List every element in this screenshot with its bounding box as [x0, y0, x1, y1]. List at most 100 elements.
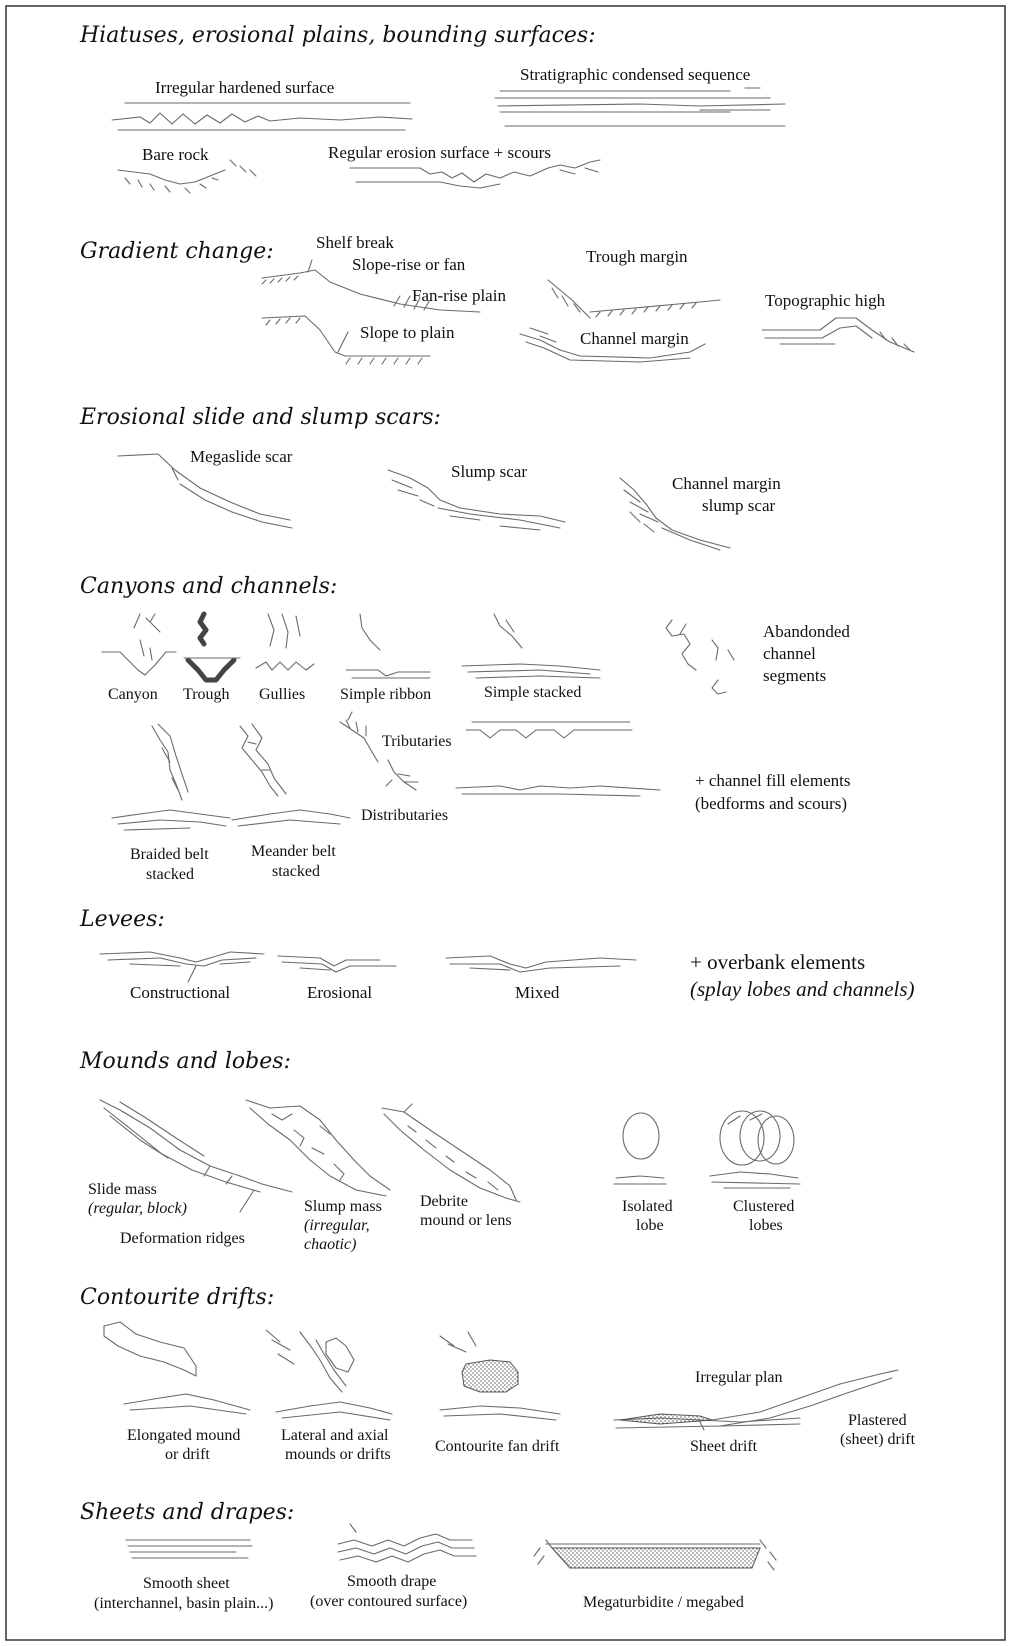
sketch-canyon	[102, 614, 176, 675]
sketch-regular-erosion-surface	[350, 160, 600, 188]
label-irregular-plan: Irregular plan	[695, 1369, 783, 1386]
sketch-isolated-lobe	[614, 1113, 666, 1184]
sketch-debrite-mound	[382, 1104, 520, 1202]
sketch-lateral-axial-mounds	[266, 1330, 392, 1420]
label-shelf-break: Shelf break	[316, 233, 394, 252]
heading-gradient: Gradient change:	[80, 239, 274, 264]
label-clustered-1: Clustered	[733, 1198, 794, 1215]
label-canyon: Canyon	[108, 686, 158, 703]
label-isolated-1: Isolated	[622, 1198, 673, 1215]
sketch-simple-stacked	[462, 614, 600, 678]
label-mixed: Mixed	[515, 983, 560, 1002]
label-slump-scar: Slump scar	[451, 462, 527, 481]
sketch-trough-margin	[548, 280, 720, 318]
sketch-levee-constructional	[100, 952, 264, 982]
heading-sheets: Sheets and drapes:	[80, 1500, 294, 1525]
section-levees: Levees: Constructional Erosional Mixed +…	[79, 907, 915, 1002]
label-slump-mass-2: (irregular,	[304, 1217, 370, 1234]
label-simple-stacked: Simple stacked	[484, 684, 581, 701]
label-channel-fill-1: + channel fill elements	[695, 771, 850, 790]
heading-contourite: Contourite drifts:	[80, 1285, 274, 1310]
sketch-slump-mass	[246, 1100, 390, 1196]
label-overbank-1: + overbank elements	[690, 950, 865, 974]
sketch-condensed-sequence	[495, 88, 785, 126]
label-lateral-2: mounds or drifts	[285, 1446, 391, 1463]
label-plastered-2: (sheet) drift	[840, 1431, 916, 1448]
label-channel-margin-gradient: Channel margin	[580, 329, 689, 348]
label-irregular-hardened-surface: Irregular hardened surface	[155, 78, 334, 97]
sketch-trough	[184, 614, 240, 680]
label-lateral-1: Lateral and axial	[281, 1427, 389, 1444]
section-canyons: Canyons and channels: Canyon Trough Gull…	[80, 574, 850, 883]
label-abandoned-2: channel	[763, 644, 816, 663]
label-elongated-2: or drift	[165, 1446, 210, 1463]
label-smooth-drape-2: (over contoured surface)	[310, 1593, 467, 1610]
sketch-levee-mixed	[446, 956, 636, 972]
heading-canyons: Canyons and channels:	[80, 574, 337, 599]
sketch-distributaries	[386, 760, 660, 796]
sketch-levee-erosional	[278, 956, 396, 972]
sketch-simple-ribbon	[346, 614, 430, 678]
label-debrite-1: Debrite	[420, 1193, 468, 1210]
label-slump-mass-1: Slump mass	[304, 1198, 382, 1215]
sketch-braided-belt	[112, 724, 230, 830]
label-megaslide-scar: Megaslide scar	[190, 447, 293, 466]
sketch-smooth-sheet	[126, 1540, 252, 1558]
label-tributaries: Tributaries	[382, 733, 452, 750]
sketch-bare-rock	[118, 160, 256, 193]
label-regular-erosion-surface: Regular erosion surface + scours	[328, 143, 551, 162]
label-erosional: Erosional	[307, 983, 372, 1002]
section-hiatuses: Hiatuses, erosional plains, bounding sur…	[79, 23, 785, 193]
label-slide-mass-1: Slide mass	[88, 1181, 157, 1198]
heading-slide: Erosional slide and slump scars:	[79, 405, 441, 430]
label-deformation-ridges: Deformation ridges	[120, 1230, 245, 1247]
sketch-clustered-lobes	[710, 1111, 800, 1188]
label-channel-fill-2: (bedforms and scours)	[695, 794, 847, 813]
label-meander-2: stacked	[272, 863, 320, 880]
label-constructional: Constructional	[130, 983, 230, 1002]
label-megaturbidite: Megaturbidite / megabed	[583, 1594, 744, 1611]
sketch-smooth-drape	[338, 1524, 476, 1562]
label-braided-1: Braided belt	[130, 846, 209, 863]
label-elongated-1: Elongated mound	[127, 1427, 240, 1444]
heading-hiatuses: Hiatuses, erosional plains, bounding sur…	[79, 23, 596, 48]
sketch-contourite-fan-drift	[440, 1332, 560, 1420]
section-contourite: Contourite drifts: Elongated mound or dr…	[80, 1285, 916, 1463]
label-channel-margin-slump-2: slump scar	[702, 496, 776, 515]
sketch-megaturbidite	[534, 1540, 776, 1570]
heading-levees: Levees:	[79, 907, 165, 932]
sketch-gullies	[256, 614, 314, 670]
label-smooth-drape-1: Smooth drape	[347, 1573, 436, 1590]
label-fan-rise-plain: Fan-rise plain	[412, 286, 506, 305]
label-slump-mass-3: chaotic)	[304, 1236, 356, 1253]
label-abandoned-1: Abandonded	[763, 622, 850, 641]
label-trough: Trough	[183, 686, 230, 703]
label-bare-rock: Bare rock	[142, 145, 209, 164]
label-slope-to-plain: Slope to plain	[360, 323, 455, 342]
label-isolated-2: lobe	[636, 1217, 664, 1234]
section-sheets: Sheets and drapes: Smooth sheet (interch…	[80, 1500, 776, 1612]
section-mounds: Mounds and lobes: Slide mass (regular, b…	[79, 1049, 800, 1253]
label-trough-margin: Trough margin	[586, 247, 688, 266]
section-slide: Erosional slide and slump scars: Megasli…	[79, 405, 781, 550]
label-overbank-2: (splay lobes and channels)	[690, 977, 915, 1001]
label-braided-2: stacked	[146, 866, 194, 883]
label-topographic-high: Topographic high	[765, 291, 886, 310]
sketch-elongated-mound	[104, 1322, 250, 1414]
sketch-irregular-hardened-surface	[112, 103, 412, 130]
label-sheet-drift: Sheet drift	[690, 1438, 758, 1455]
label-slope-rise: Slope-rise or fan	[352, 255, 466, 274]
label-clustered-2: lobes	[749, 1217, 783, 1234]
label-plastered-1: Plastered	[848, 1412, 907, 1429]
section-gradient: Gradient change: Shelf break Slope-rise …	[80, 233, 914, 364]
label-abandoned-3: segments	[763, 666, 826, 685]
label-smooth-sheet-1: Smooth sheet	[143, 1575, 230, 1592]
label-meander-1: Meander belt	[251, 843, 336, 860]
label-gullies: Gullies	[259, 686, 305, 703]
label-slide-mass-2: (regular, block)	[88, 1200, 187, 1217]
sketch-abandoned-channel-segments	[666, 620, 734, 694]
label-debrite-2: mound or lens	[420, 1212, 512, 1229]
sketch-meander-belt	[232, 724, 350, 826]
label-contourite-fan-drift: Contourite fan drift	[435, 1438, 560, 1455]
